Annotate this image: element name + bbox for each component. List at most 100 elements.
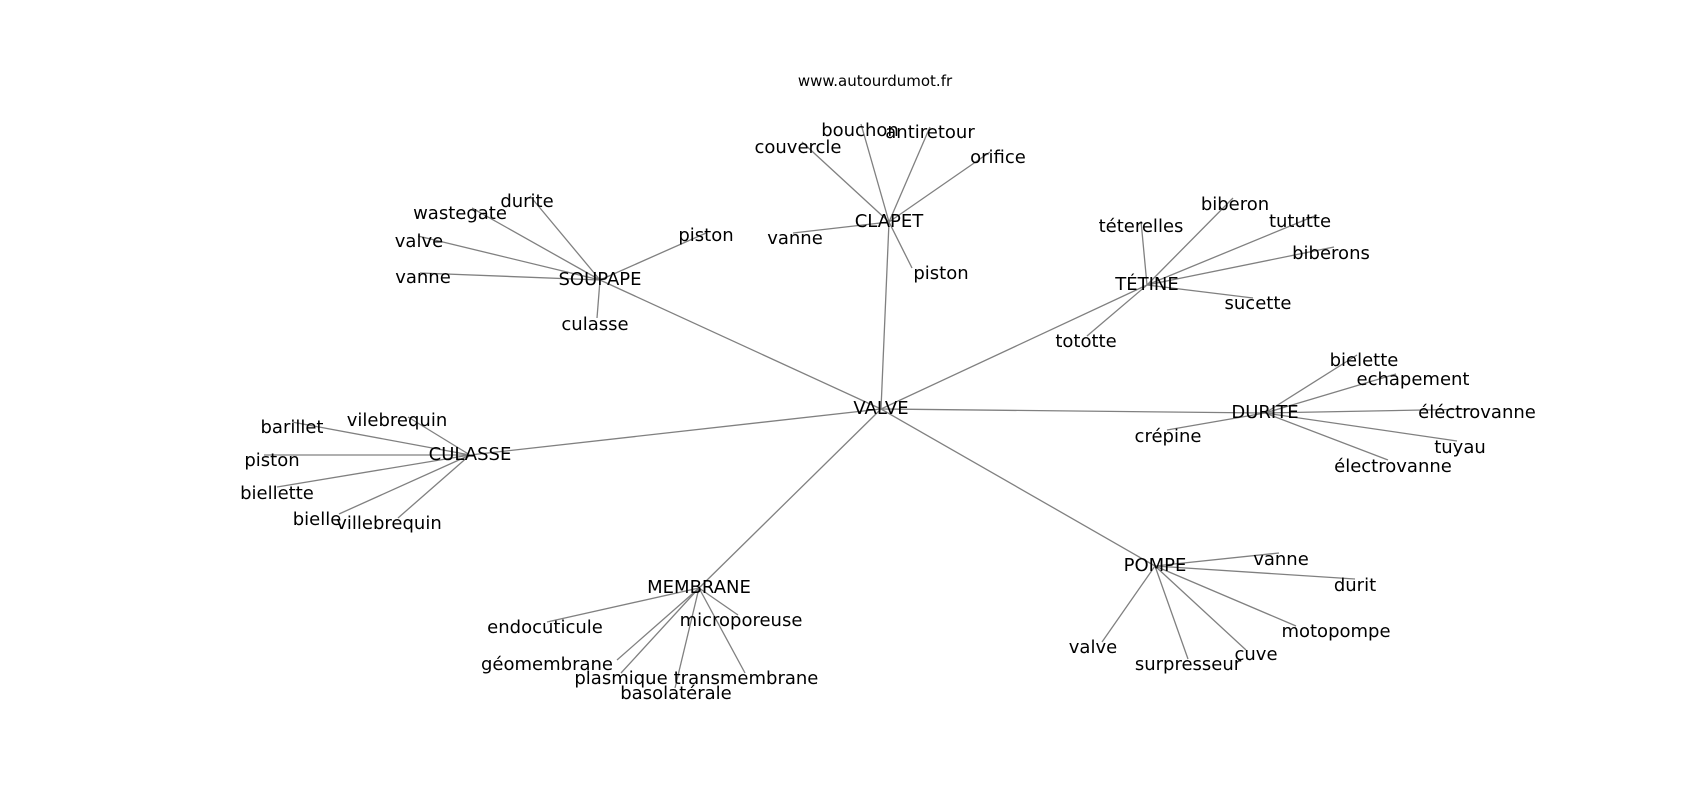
edge-hub6-leaf1 xyxy=(291,421,471,456)
leaf-word: valve xyxy=(1069,637,1117,658)
leaf-word: crépine xyxy=(1135,426,1202,447)
leaf-word: durite xyxy=(500,191,553,212)
leaf-word: cuve xyxy=(1234,644,1277,665)
edge-hub6-leaf5 xyxy=(397,454,471,519)
edge-hub0-leaf2 xyxy=(417,235,601,281)
edge-hub1-leaf1 xyxy=(860,123,890,223)
edge-hub5-leaf1 xyxy=(616,587,700,661)
edge-hub5-leaf4 xyxy=(698,587,746,674)
leaf-word: echapement xyxy=(1357,369,1470,390)
leaf-word: géomembrane xyxy=(481,654,613,675)
edge-hub4-leaf1 xyxy=(1154,565,1356,580)
edge-hub0-leaf0 xyxy=(529,195,601,281)
leaf-word: bielette xyxy=(1330,350,1399,371)
edge-hub2-leaf4 xyxy=(1146,284,1254,299)
edge-center-5 xyxy=(698,408,882,589)
edge-hub6-leaf3 xyxy=(276,454,471,488)
edge-hub4-leaf5 xyxy=(1101,565,1156,643)
labels-layer: duritewastegatevalvevanneculassepistonSO… xyxy=(240,120,1536,704)
edge-center-4 xyxy=(880,408,1156,567)
edge-hub3-leaf3 xyxy=(1264,412,1458,442)
edge-hub2-leaf2 xyxy=(1146,214,1318,286)
leaf-word: basolatérale xyxy=(620,683,732,704)
edge-hub1-leaf4 xyxy=(792,221,890,234)
edge-hub0-leaf4 xyxy=(596,279,601,319)
hub-word: CLAPET xyxy=(855,211,925,232)
edge-hub4-leaf2 xyxy=(1154,565,1297,627)
leaf-word: transmembrane xyxy=(674,668,819,689)
leaf-word: piston xyxy=(678,225,733,246)
leaf-word: durit xyxy=(1334,575,1376,596)
edge-center-0 xyxy=(599,279,882,410)
leaf-word: vanne xyxy=(1253,549,1309,570)
leaf-word: couvercle xyxy=(754,137,841,158)
leaf-word: endocuticule xyxy=(487,617,603,638)
edge-hub6-leaf4 xyxy=(338,454,471,515)
leaf-word: wastegate xyxy=(413,203,507,224)
leaf-word: barillet xyxy=(261,417,324,438)
edge-hub1-leaf3 xyxy=(888,151,991,223)
leaf-word: motopompe xyxy=(1281,621,1390,642)
edge-hub4-leaf3 xyxy=(1154,565,1247,651)
edge-hub1-leaf0 xyxy=(801,141,890,223)
edge-hub1-leaf5 xyxy=(888,221,913,269)
hub-word: SOUPAPE xyxy=(558,269,641,290)
edges-layer xyxy=(264,123,1477,689)
leaf-word: téterelles xyxy=(1099,216,1184,237)
leaf-word: tuyau xyxy=(1434,437,1486,458)
leaf-word: biberon xyxy=(1201,194,1269,215)
edge-hub0-leaf5 xyxy=(599,232,707,281)
edge-hub2-leaf0 xyxy=(1140,220,1148,286)
leaf-word: biberons xyxy=(1292,243,1370,264)
edge-hub3-leaf1 xyxy=(1264,373,1397,414)
leaf-word: électrovanne xyxy=(1334,456,1452,477)
leaf-word: vanne xyxy=(767,228,823,249)
leaf-word: culasse xyxy=(561,314,628,335)
edge-center-6 xyxy=(469,408,882,456)
leaf-word: plasmique xyxy=(574,668,667,689)
leaf-word: sucette xyxy=(1225,293,1292,314)
leaf-word: bouchon xyxy=(821,120,899,141)
center-word: VALVE xyxy=(853,398,908,419)
edge-hub3-leaf5 xyxy=(1166,412,1266,431)
leaf-word: tototte xyxy=(1055,331,1116,352)
hub-word: DURITE xyxy=(1231,402,1298,423)
leaf-word: antiretour xyxy=(885,122,975,143)
leaf-word: tututte xyxy=(1269,211,1331,232)
hub-word: CULASSE xyxy=(429,444,512,465)
leaf-word: éléctrovanne xyxy=(1418,402,1536,423)
leaf-word: piston xyxy=(244,450,299,471)
leaf-word: orifice xyxy=(970,147,1026,168)
edge-hub0-leaf1 xyxy=(471,207,601,281)
edge-hub4-leaf0 xyxy=(1154,552,1280,567)
edge-hub6-leaf0 xyxy=(407,416,471,456)
leaf-word: valve xyxy=(395,231,443,252)
leaf-word: vilebrequin xyxy=(347,410,447,431)
leaf-word: villebrequin xyxy=(336,513,441,534)
edge-center-3 xyxy=(880,408,1266,414)
leaf-word: microporeuse xyxy=(680,610,803,631)
leaf-word: bielle xyxy=(293,509,342,530)
edge-hub5-leaf0 xyxy=(546,587,700,623)
edge-hub5-leaf5 xyxy=(698,587,739,616)
source-url: www.autourdumot.fr xyxy=(797,72,953,90)
hub-word: MEMBRANE xyxy=(647,577,751,598)
hub-word: TÉTINE xyxy=(1114,273,1179,295)
edge-hub4-leaf4 xyxy=(1154,565,1189,660)
hub-word: POMPE xyxy=(1124,555,1187,576)
leaf-word: surpresseur xyxy=(1135,654,1242,675)
edge-hub3-leaf4 xyxy=(1264,412,1389,461)
edge-hub3-leaf2 xyxy=(1264,408,1477,414)
edge-hub3-leaf0 xyxy=(1264,354,1358,414)
edge-center-2 xyxy=(880,284,1148,410)
edge-hub2-leaf3 xyxy=(1146,246,1335,286)
edge-hub1-leaf2 xyxy=(888,126,931,223)
edge-hub2-leaf5 xyxy=(1086,284,1148,337)
edge-hub0-leaf3 xyxy=(419,272,601,281)
edge-hub2-leaf1 xyxy=(1146,197,1234,286)
edge-hub5-leaf3 xyxy=(674,587,700,689)
leaf-word: biellette xyxy=(240,483,314,504)
edge-hub5-leaf2 xyxy=(620,587,700,674)
leaf-word: vanne xyxy=(395,267,451,288)
